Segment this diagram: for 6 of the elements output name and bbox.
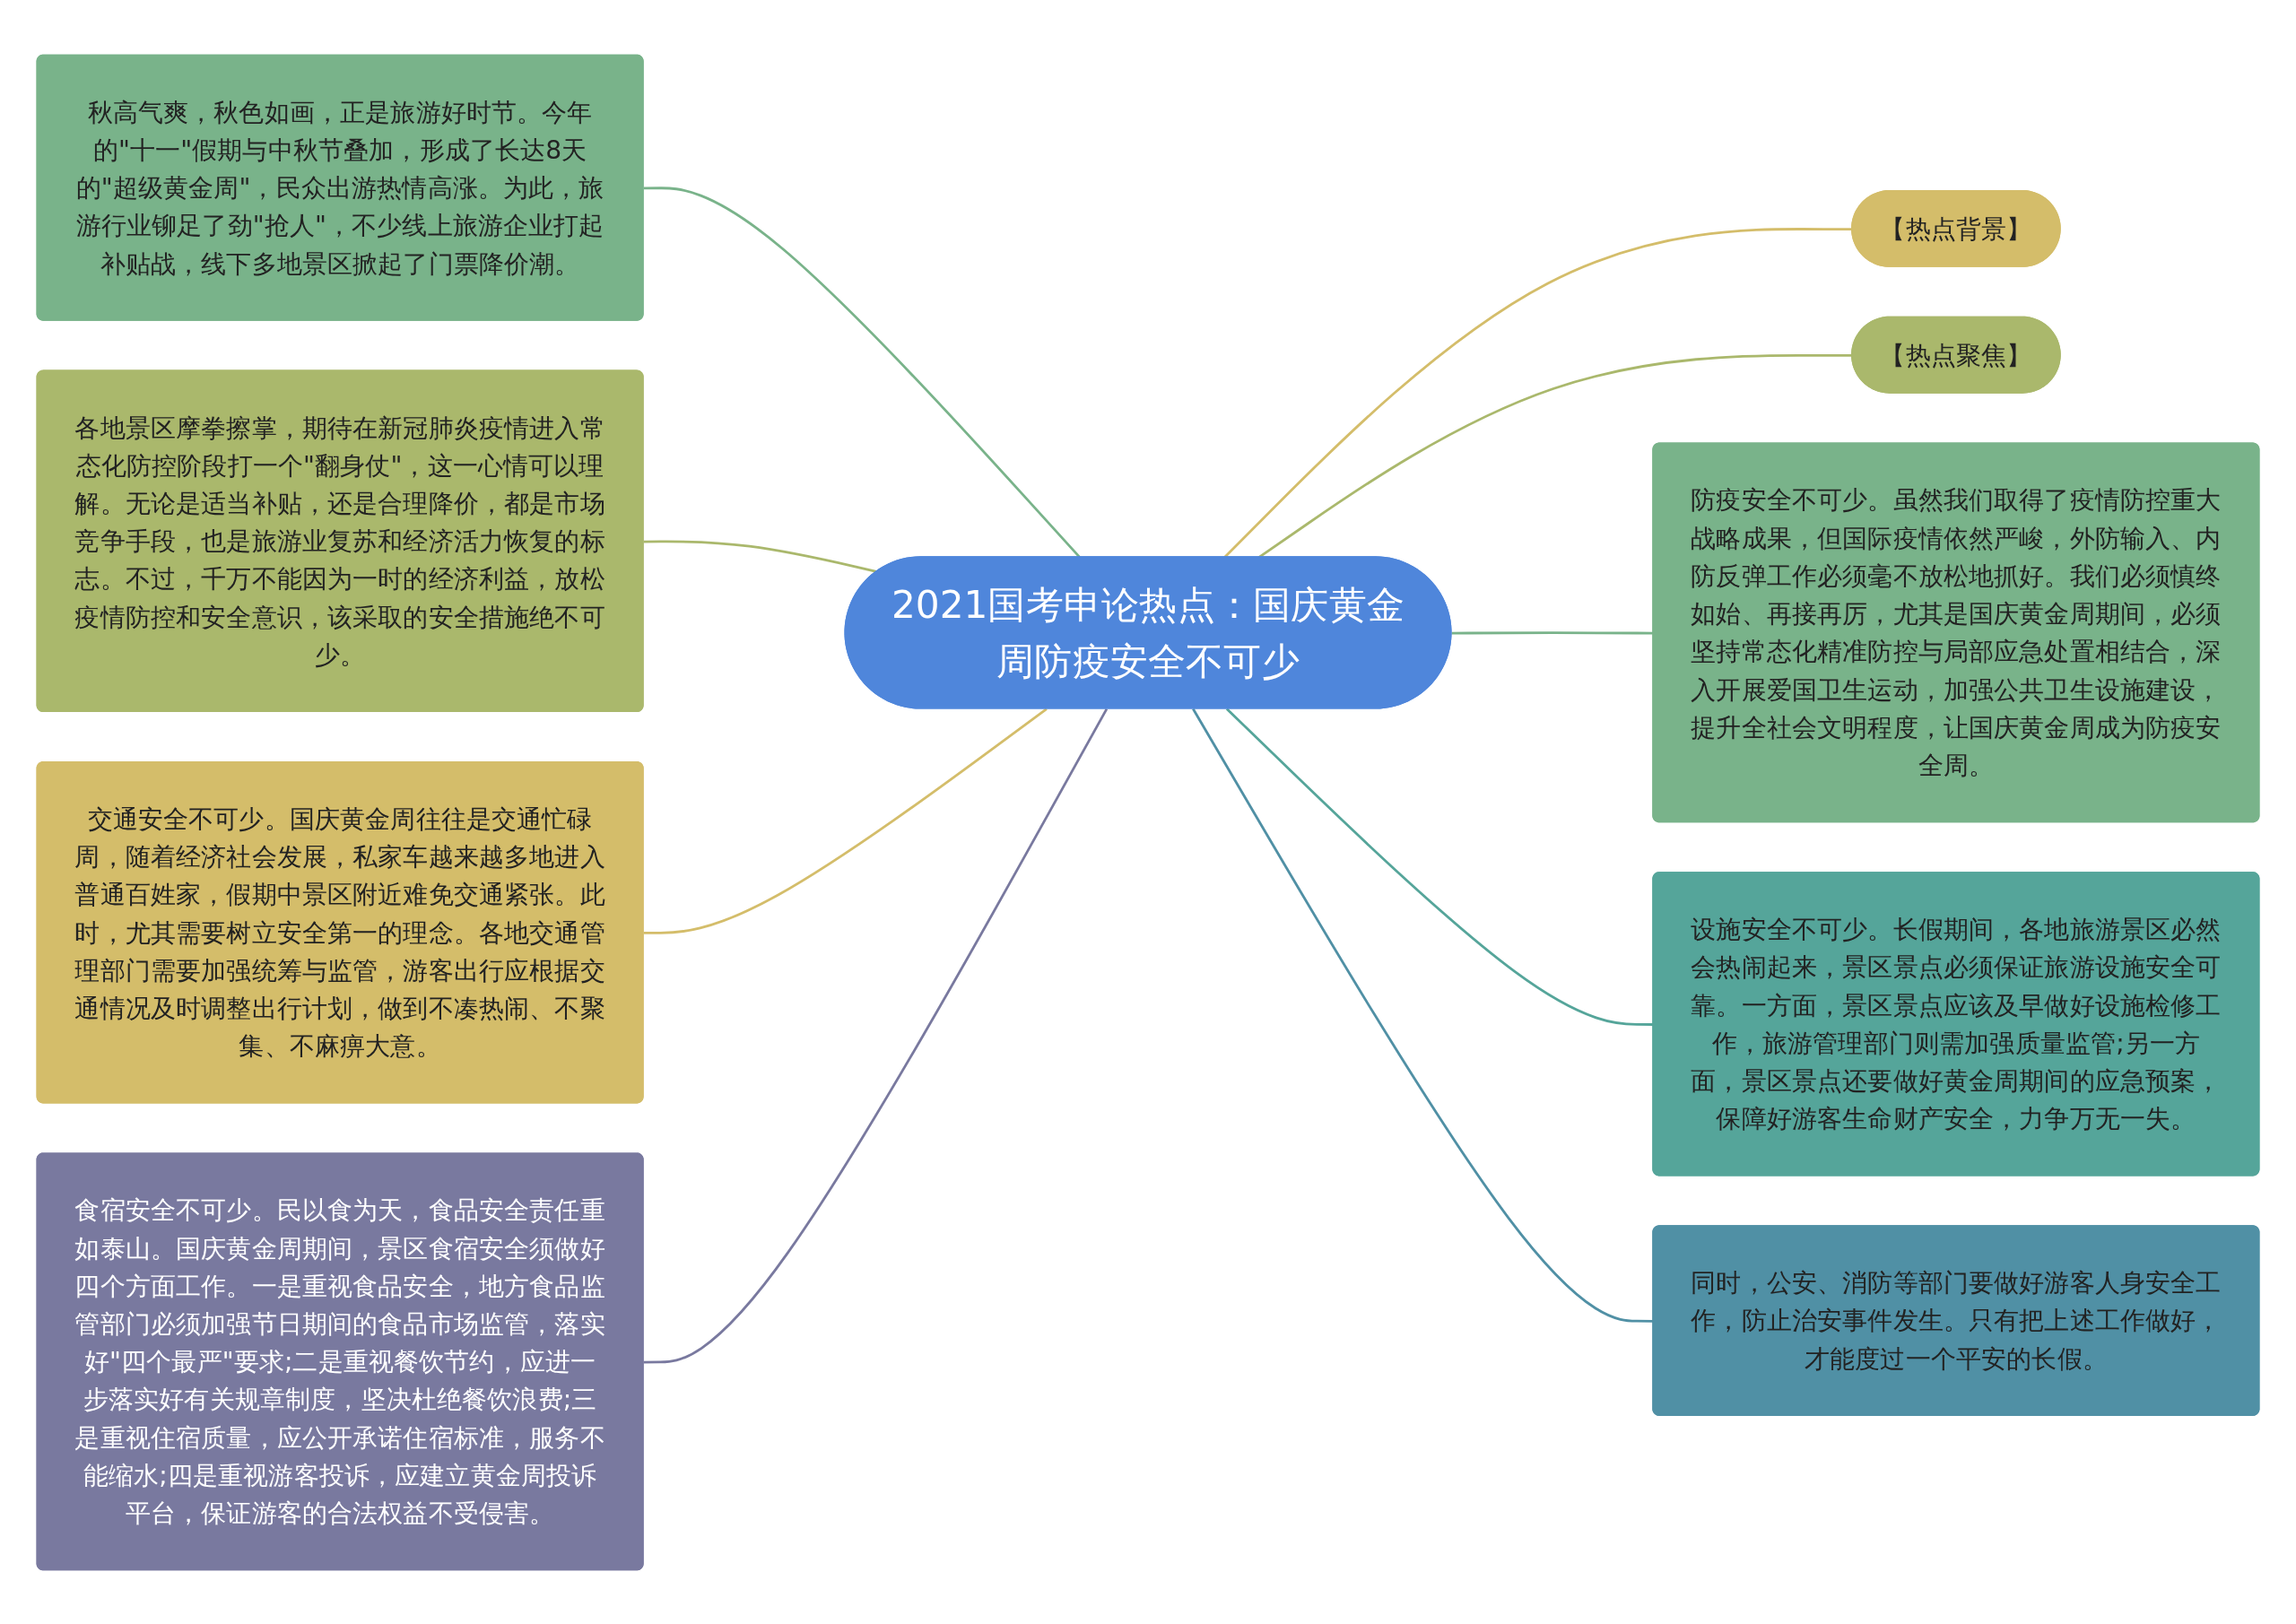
- connector: [1192, 708, 1654, 1323]
- connector: [643, 708, 1109, 1363]
- connector: [643, 707, 1048, 934]
- connector: [1225, 708, 1654, 1026]
- connector: [643, 540, 878, 573]
- connector: [1451, 630, 1654, 634]
